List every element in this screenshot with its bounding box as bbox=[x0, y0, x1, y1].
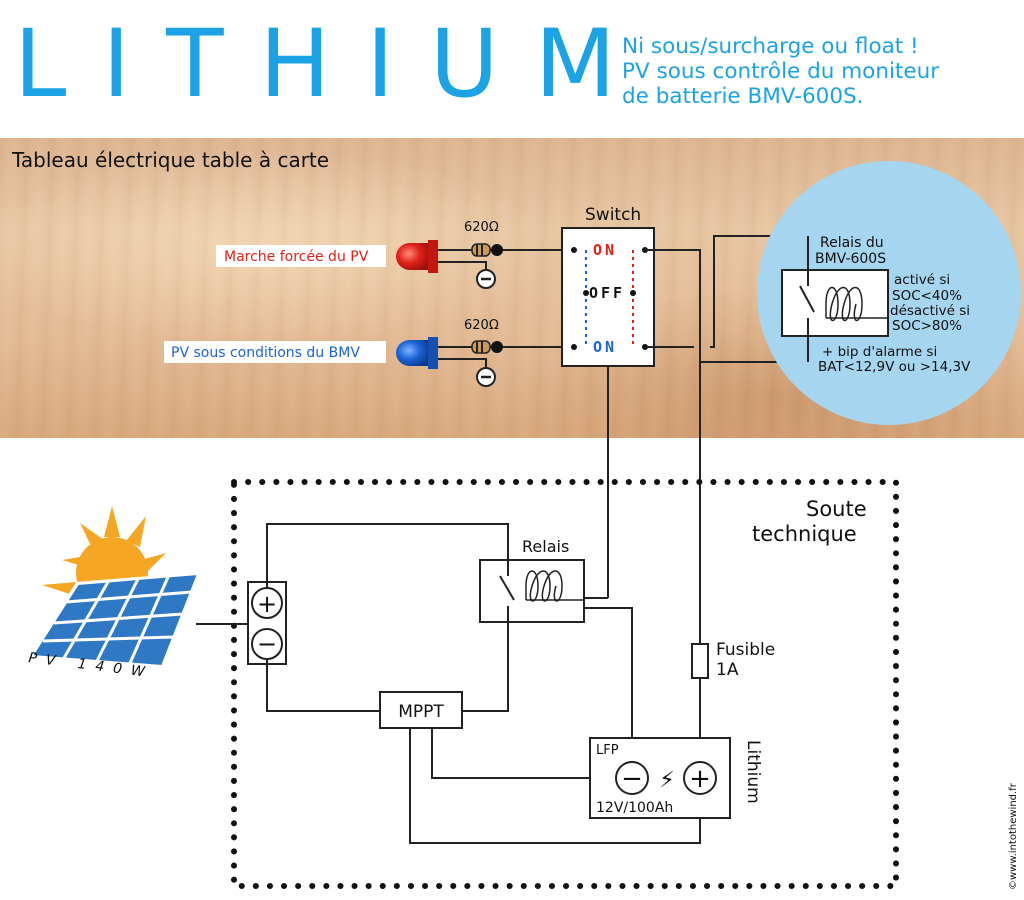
wire bbox=[584, 607, 633, 762]
resistor-bottom-icon bbox=[462, 340, 503, 354]
battery-spec: 12V/100Ah bbox=[596, 800, 673, 816]
bmv-relay-active: SOC<40% bbox=[892, 288, 962, 304]
plus-icon: + bbox=[257, 590, 277, 618]
resistor-top-icon bbox=[462, 243, 503, 257]
resistor-bottom-value: 620Ω bbox=[464, 318, 499, 333]
bmv-relay-bubble: Relais du BMV-600S activé si SOC<40% dés… bbox=[757, 161, 1021, 425]
compartment-label: technique bbox=[752, 522, 857, 546]
wire bbox=[409, 728, 701, 844]
bmv-relay-alarm: + bip d'alarme si bbox=[822, 344, 937, 360]
blue-led-icon bbox=[396, 337, 470, 369]
bolt-icon: ⚡ bbox=[659, 768, 674, 793]
pv-terminals: + − bbox=[247, 581, 287, 665]
battery-icon: LFP − ⚡ + 12V/100Ah bbox=[589, 737, 731, 819]
page-title: LITHIUM bbox=[14, 10, 652, 119]
battery-type: LFP bbox=[596, 743, 619, 758]
fuse-label: Fusible bbox=[716, 640, 775, 660]
bmv-relay-title: BMV-600S bbox=[815, 251, 886, 267]
switch[interactable]: ON OFF ON bbox=[561, 227, 655, 367]
relay-icon bbox=[479, 559, 585, 623]
battery-plus-icon: + bbox=[689, 764, 711, 794]
wire bbox=[266, 660, 380, 712]
battery-minus-icon: − bbox=[621, 764, 643, 794]
ground-minus-icon bbox=[470, 358, 496, 387]
relay-label: Relais bbox=[522, 537, 569, 556]
wire bbox=[710, 235, 808, 348]
wire bbox=[645, 249, 701, 362]
solar-panel-icon bbox=[30, 506, 200, 668]
subtitle-line: de batterie BMV-600S. bbox=[622, 84, 864, 109]
wire bbox=[462, 606, 509, 712]
subtitle-line: Ni sous/surcharge ou float ! bbox=[622, 34, 919, 59]
fuse-icon bbox=[691, 643, 709, 679]
bmv-relay-alarm: BAT<12,9V ou >14,3V bbox=[818, 359, 971, 375]
resistor-top-value: 620Ω bbox=[464, 220, 499, 235]
bmv-relay-inactive: désactivé si bbox=[890, 303, 970, 319]
bmv-relay-inactive: SOC>80% bbox=[892, 318, 962, 334]
subtitle: Ni sous/surcharge ou float ! PV sous con… bbox=[622, 34, 1022, 109]
led-red-label-bg bbox=[216, 245, 386, 267]
wire bbox=[266, 523, 509, 588]
red-led-icon bbox=[396, 240, 470, 273]
technical-compartment-border bbox=[231, 479, 899, 889]
compartment-label: Soute bbox=[806, 497, 867, 521]
switch-off-label: OFF bbox=[589, 284, 625, 302]
bmv-relay-active: activé si bbox=[894, 272, 950, 288]
credit: ©www.intothewind.fr bbox=[1008, 783, 1019, 890]
mppt-box: MPPT bbox=[379, 691, 463, 729]
mppt-label: MPPT bbox=[398, 702, 444, 722]
led-red-label: Marche forcée du PV bbox=[224, 249, 369, 265]
battery-name: Lithium bbox=[743, 740, 763, 804]
switch-title: Switch bbox=[585, 205, 641, 225]
wire bbox=[431, 728, 612, 779]
led-blue-label: PV sous conditions du BMV bbox=[171, 345, 360, 361]
led-blue-label-bg bbox=[164, 341, 386, 363]
fuse-label: 1A bbox=[716, 660, 739, 680]
ground-minus-icon bbox=[470, 261, 496, 289]
switch-on-bottom-label: ON bbox=[593, 338, 617, 356]
panel-label: Tableau électrique table à carte bbox=[11, 148, 329, 172]
minus-icon: − bbox=[257, 630, 277, 658]
subtitle-line: PV sous contrôle du moniteur bbox=[622, 59, 940, 84]
switch-on-top-label: ON bbox=[593, 241, 617, 259]
bmv-relay-title: Relais du bbox=[820, 235, 884, 251]
